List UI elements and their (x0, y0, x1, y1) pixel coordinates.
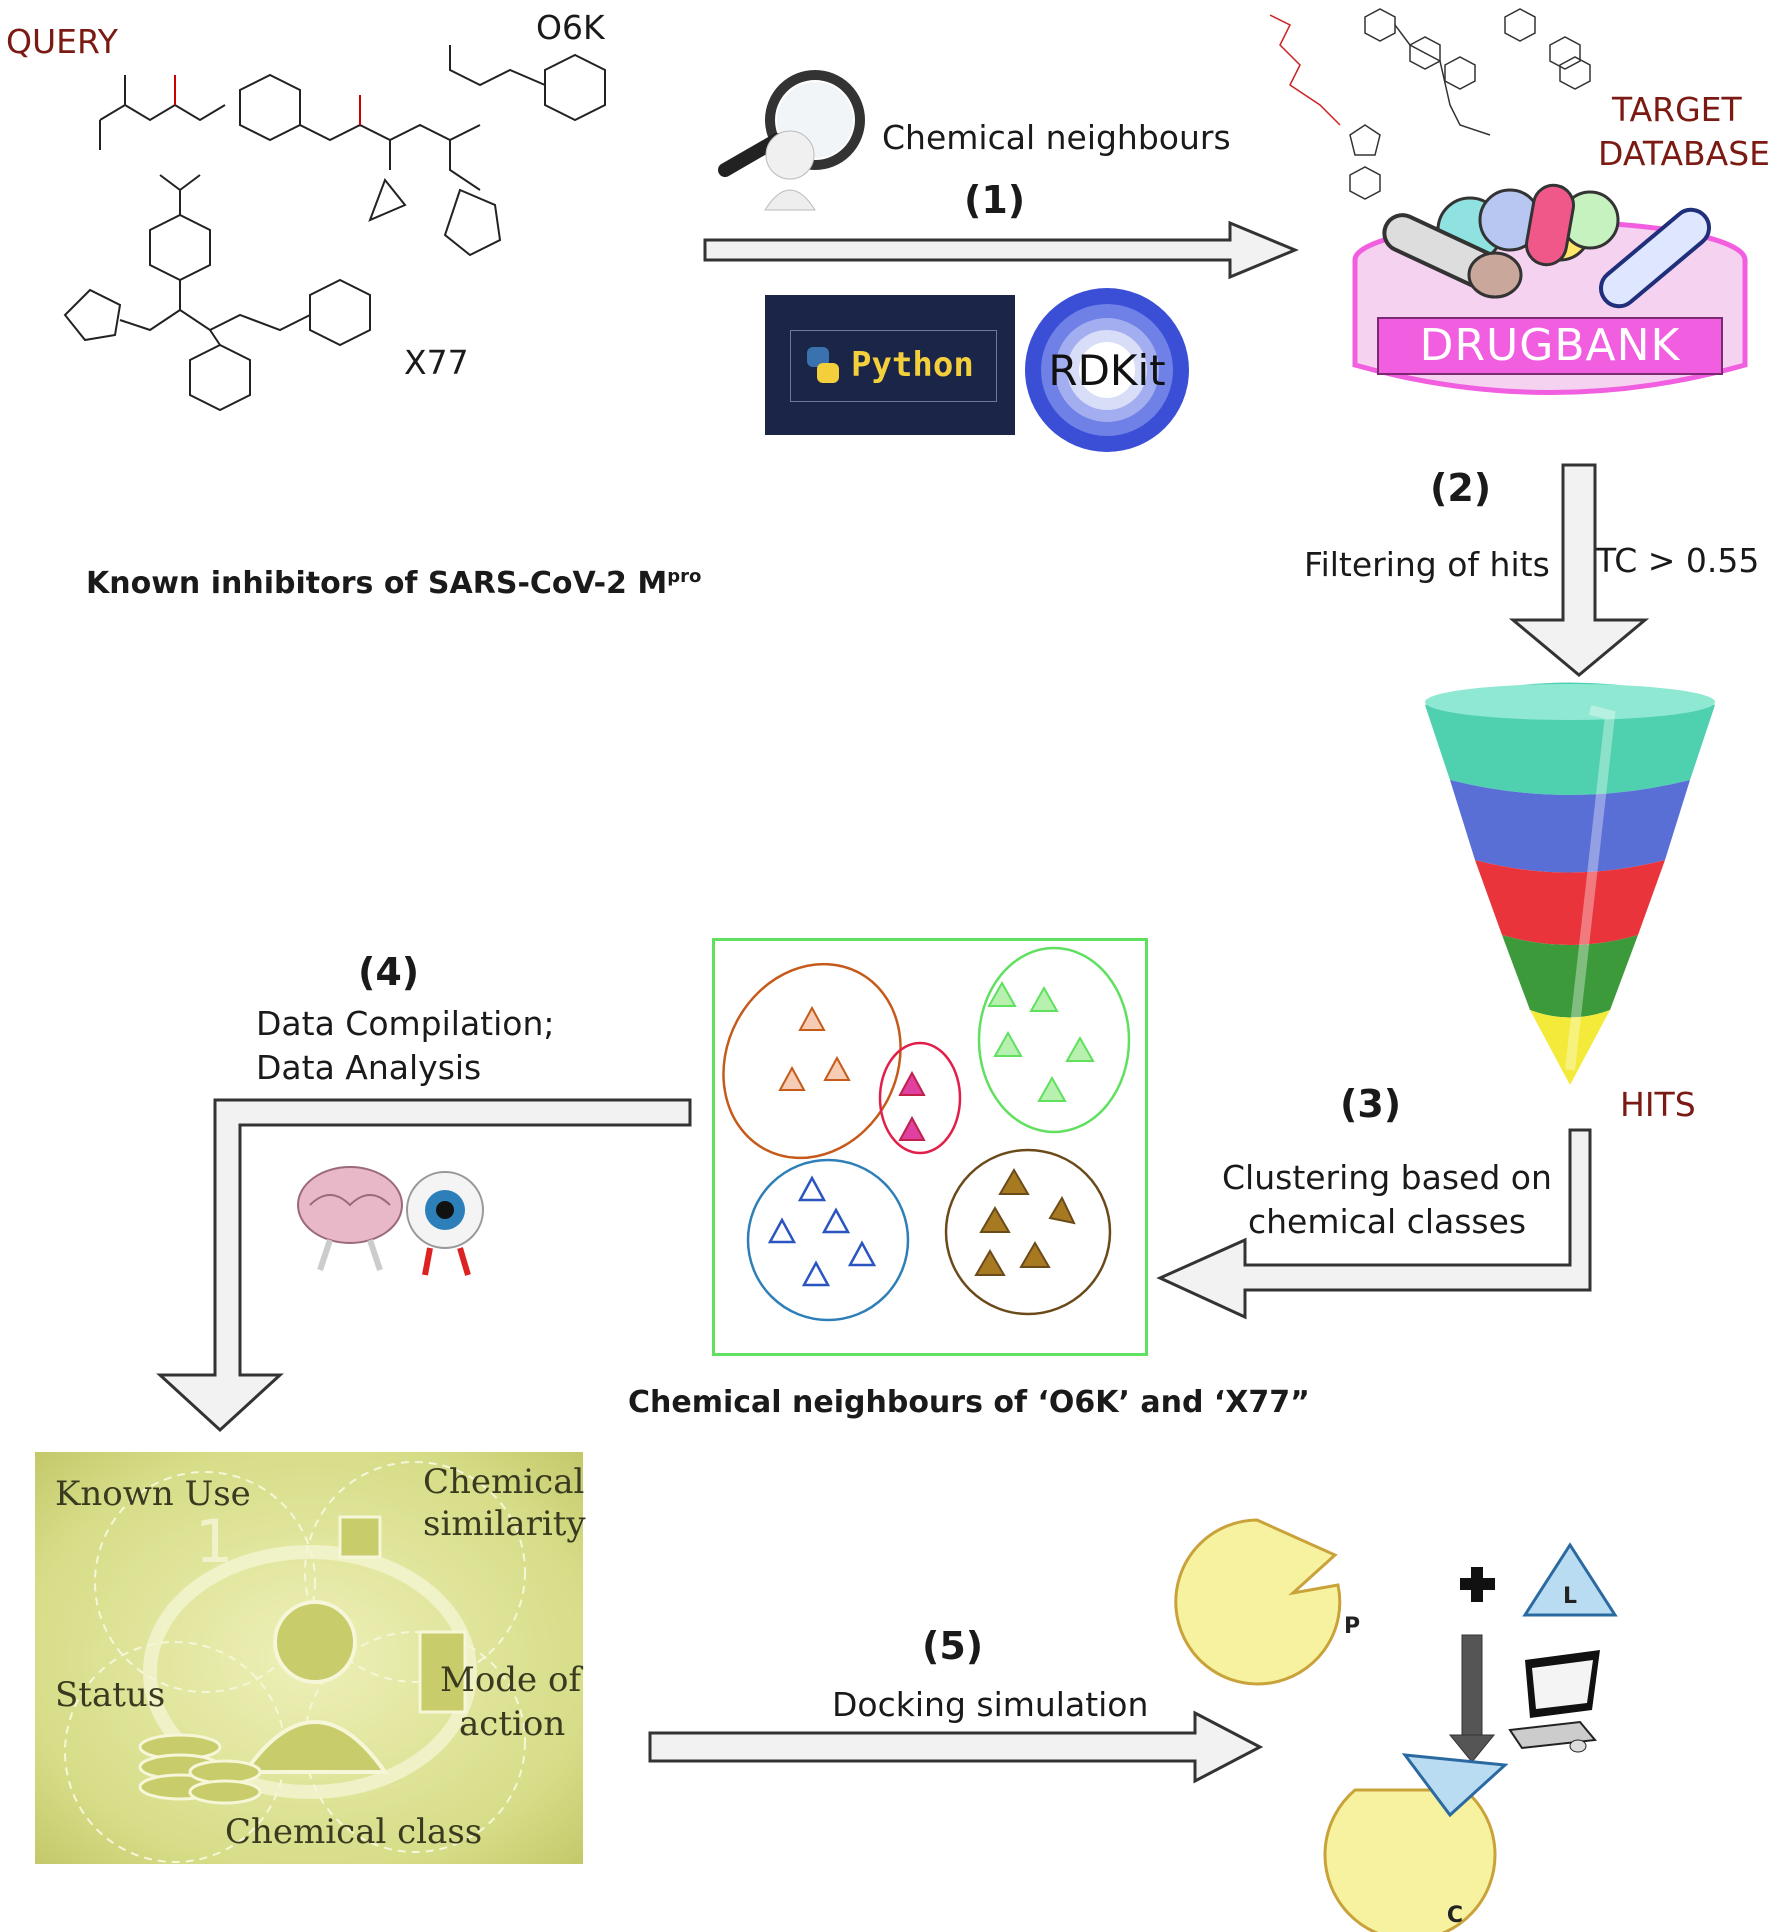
funnel-layer-green (1502, 935, 1638, 1018)
query-caption: Known inhibitors of SARS-CoV-2 Mpro (86, 566, 701, 601)
x77-pyridine-ring (189, 343, 251, 412)
svg-text:1: 1 (195, 1507, 233, 1577)
docking-illustration: P L C (1174, 1518, 1618, 1932)
step1-arrow (703, 220, 1299, 280)
query-label: QUERY (6, 22, 118, 61)
o6k-phenyl-ring (544, 53, 606, 122)
protein-shape (1174, 1518, 1342, 1686)
funnel-layer-blue (1450, 780, 1690, 873)
molecule-o6k-label: O6K (536, 8, 605, 47)
step5-label: Docking simulation (832, 1685, 1149, 1724)
funnel-layer-red (1475, 860, 1665, 945)
step3-label-line2: chemical classes (1248, 1202, 1527, 1241)
ligand-shape (1522, 1542, 1618, 1617)
step3-arrow (1156, 1128, 1592, 1320)
x77-imidazole-ring (63, 288, 122, 342)
panel-mode-of-action-line1: Mode of (440, 1660, 582, 1700)
brain-eye-icon (297, 1166, 484, 1276)
computer-icon (1508, 1650, 1600, 1753)
panel-chemical-similarity-line1: Chemical (423, 1462, 585, 1502)
target-title-line2: DATABASE (1598, 134, 1770, 173)
drugbank-pill-jar: DRUGBANK (1352, 183, 1748, 395)
clusters-caption: Chemical neighbours of ‘O6K’ and ‘X77” (628, 1385, 1310, 1420)
cluster-box (712, 938, 1148, 1356)
complex-shape (1323, 1788, 1497, 1932)
cluster-red (878, 1041, 962, 1155)
step4-arrow (156, 1098, 692, 1433)
hits-funnel (1425, 682, 1715, 1085)
analysis-panel: 1 Known Use Chemical similarity Status M… (35, 1452, 586, 1864)
docking-down-arrow (1461, 1634, 1483, 1736)
step4-number: (4) (358, 950, 420, 994)
panel-known-use: Known Use (55, 1474, 251, 1514)
step3-label-line1: Clustering based on (1222, 1158, 1552, 1197)
o6k-cyclopropyl (368, 178, 407, 222)
x77-cyclohexyl-ring (309, 278, 371, 347)
complex-label: C (1447, 1903, 1463, 1928)
step1-label: Chemical neighbours (882, 118, 1231, 157)
query-caption-text: Known inhibitors of SARS-CoV-2 M (86, 566, 668, 601)
rdkit-logo-text: RDKit (1048, 346, 1165, 395)
step2-threshold: TC > 0.55 (1596, 541, 1760, 580)
step5-arrow (648, 1710, 1264, 1784)
panel-chemical-similarity-line2: similarity (423, 1504, 586, 1544)
funnel-layer-yellow (1530, 1010, 1610, 1085)
step4-label-line2: Data Analysis (256, 1048, 482, 1087)
o6k-lactam-ring (443, 188, 502, 257)
drugbank-text: DRUGBANK (1420, 320, 1681, 371)
step2-number: (2) (1430, 466, 1492, 510)
step5-number: (5) (922, 1624, 984, 1668)
analysis-panel-art: 1 (64, 1461, 526, 1863)
query-molecule-structures (63, 45, 606, 412)
magnifier-person-icon (718, 70, 865, 211)
o6k-pyridone-ring (239, 73, 301, 142)
panel-mode-of-action-line2: action (459, 1704, 566, 1744)
hits-label: HITS (1620, 1085, 1696, 1124)
panel-chemical-class: Chemical class (225, 1812, 483, 1852)
step2-label: Filtering of hits (1304, 545, 1550, 584)
cluster-orange (722, 962, 902, 1160)
target-molecules-illustration (1269, 8, 1591, 200)
cluster-diagram (722, 946, 1131, 1322)
cluster-brown (944, 1148, 1112, 1316)
cluster-green (977, 946, 1131, 1134)
target-title-line1: TARGET (1612, 90, 1742, 129)
ligand-label: L (1563, 1584, 1577, 1609)
rdkit-logo: RDKit (1025, 288, 1189, 452)
cluster-blue (746, 1158, 910, 1322)
panel-status: Status (55, 1675, 166, 1715)
o6k-chain-1 (99, 103, 226, 122)
x77-phenyl-ring (149, 213, 211, 282)
protein-label: P (1344, 1614, 1360, 1639)
molecule-x77-label: X77 (404, 343, 469, 382)
step3-number: (3) (1340, 1082, 1402, 1126)
step1-number: (1) (964, 178, 1026, 222)
step2-arrow (1508, 463, 1650, 677)
python-logo-text: Python (851, 345, 974, 385)
complex-ligand (1401, 1753, 1509, 1818)
python-snake-icon (807, 347, 839, 383)
python-logo: Python (765, 295, 1015, 435)
step4-label-line1: Data Compilation; (256, 1004, 555, 1043)
plus-icon (1460, 1567, 1495, 1602)
query-caption-superscript: pro (667, 566, 702, 587)
